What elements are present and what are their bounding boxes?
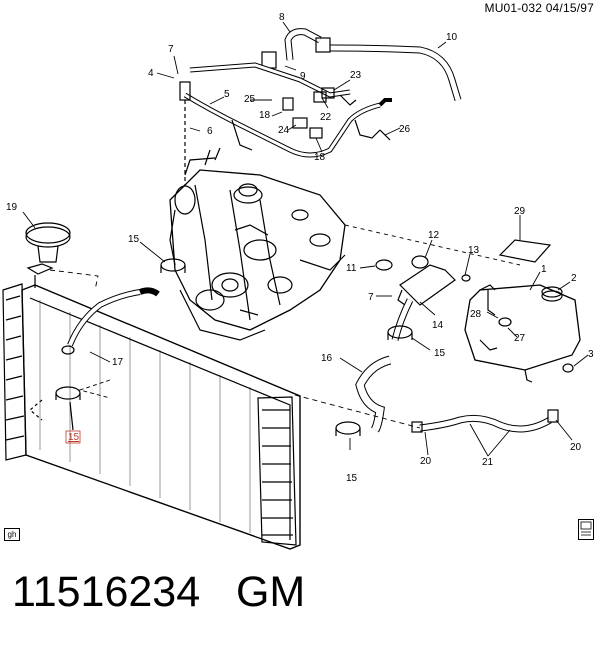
hose-20-21 bbox=[411, 409, 559, 433]
thermostat-housing bbox=[375, 255, 471, 306]
hose-14-16 bbox=[355, 298, 414, 433]
corner-tag-left: gh bbox=[4, 528, 20, 541]
callout-18-upper: 18 bbox=[259, 110, 271, 121]
part-number-footer: 11516234 GM bbox=[12, 568, 305, 617]
callout-1: 1 bbox=[541, 264, 547, 275]
diagram-code-header: MU01-032 04/15/97 bbox=[485, 1, 595, 15]
callout-9: 9 bbox=[300, 71, 306, 82]
callout-4: 4 bbox=[148, 68, 154, 79]
callout-15-left: 15 bbox=[68, 432, 80, 443]
callout-15-highlight-box bbox=[65, 430, 81, 444]
callout-10: 10 bbox=[446, 32, 458, 43]
document-icon bbox=[578, 519, 594, 540]
callout-29: 29 bbox=[514, 206, 526, 217]
callout-25: 25 bbox=[244, 94, 256, 105]
callout-2: 2 bbox=[571, 273, 577, 284]
callout-20-right: 20 bbox=[570, 442, 582, 453]
callout-27: 27 bbox=[514, 333, 526, 344]
hose-clamps-15 bbox=[160, 258, 413, 436]
callout-21: 21 bbox=[482, 457, 494, 468]
hose-clamp-15-left bbox=[29, 386, 81, 431]
callout-labels: 8 10 7 9 4 23 5 25 22 18 24 6 26 18 19 2… bbox=[6, 12, 594, 484]
callout-16: 16 bbox=[321, 353, 333, 364]
callout-24: 24 bbox=[278, 125, 290, 136]
callout-5: 5 bbox=[224, 89, 230, 100]
part-number: 11516234 bbox=[12, 568, 201, 616]
callout-3: 3 bbox=[588, 349, 594, 360]
hose-17 bbox=[61, 287, 160, 355]
brand-name: GM bbox=[235, 568, 306, 616]
label-card-29 bbox=[498, 239, 552, 263]
heater-pipe-5 bbox=[179, 62, 392, 185]
diagram-date: 04/15/97 bbox=[545, 1, 594, 15]
callout-23: 23 bbox=[350, 70, 362, 81]
leader-lines bbox=[22, 21, 589, 457]
diagram-code: MU01-032 bbox=[484, 1, 543, 15]
callout-11: 11 bbox=[346, 263, 357, 274]
callout-19: 19 bbox=[6, 202, 18, 213]
callout-7-mid: 7 bbox=[368, 292, 374, 303]
coolant-reservoir-1 bbox=[464, 284, 581, 383]
radiator bbox=[2, 222, 301, 550]
callout-28: 28 bbox=[470, 309, 482, 320]
callout-7-top: 7 bbox=[168, 44, 174, 55]
callout-20-mid: 20 bbox=[420, 456, 432, 467]
callout-14: 14 bbox=[432, 320, 444, 331]
callout-12: 12 bbox=[428, 230, 440, 241]
heater-hose-8-10 bbox=[261, 28, 462, 102]
callout-18-lower: 18 bbox=[314, 152, 326, 163]
callout-17: 17 bbox=[112, 357, 124, 368]
callout-22: 22 bbox=[320, 112, 332, 123]
callout-26: 26 bbox=[399, 124, 411, 135]
callout-13: 13 bbox=[468, 245, 480, 256]
callout-15-mid-right: 15 bbox=[434, 348, 446, 359]
callout-8: 8 bbox=[279, 12, 285, 23]
callout-6: 6 bbox=[207, 126, 213, 137]
engine-assembly bbox=[169, 147, 346, 341]
callout-15-bottom: 15 bbox=[346, 473, 358, 484]
callout-15-upper-left: 15 bbox=[128, 234, 140, 245]
